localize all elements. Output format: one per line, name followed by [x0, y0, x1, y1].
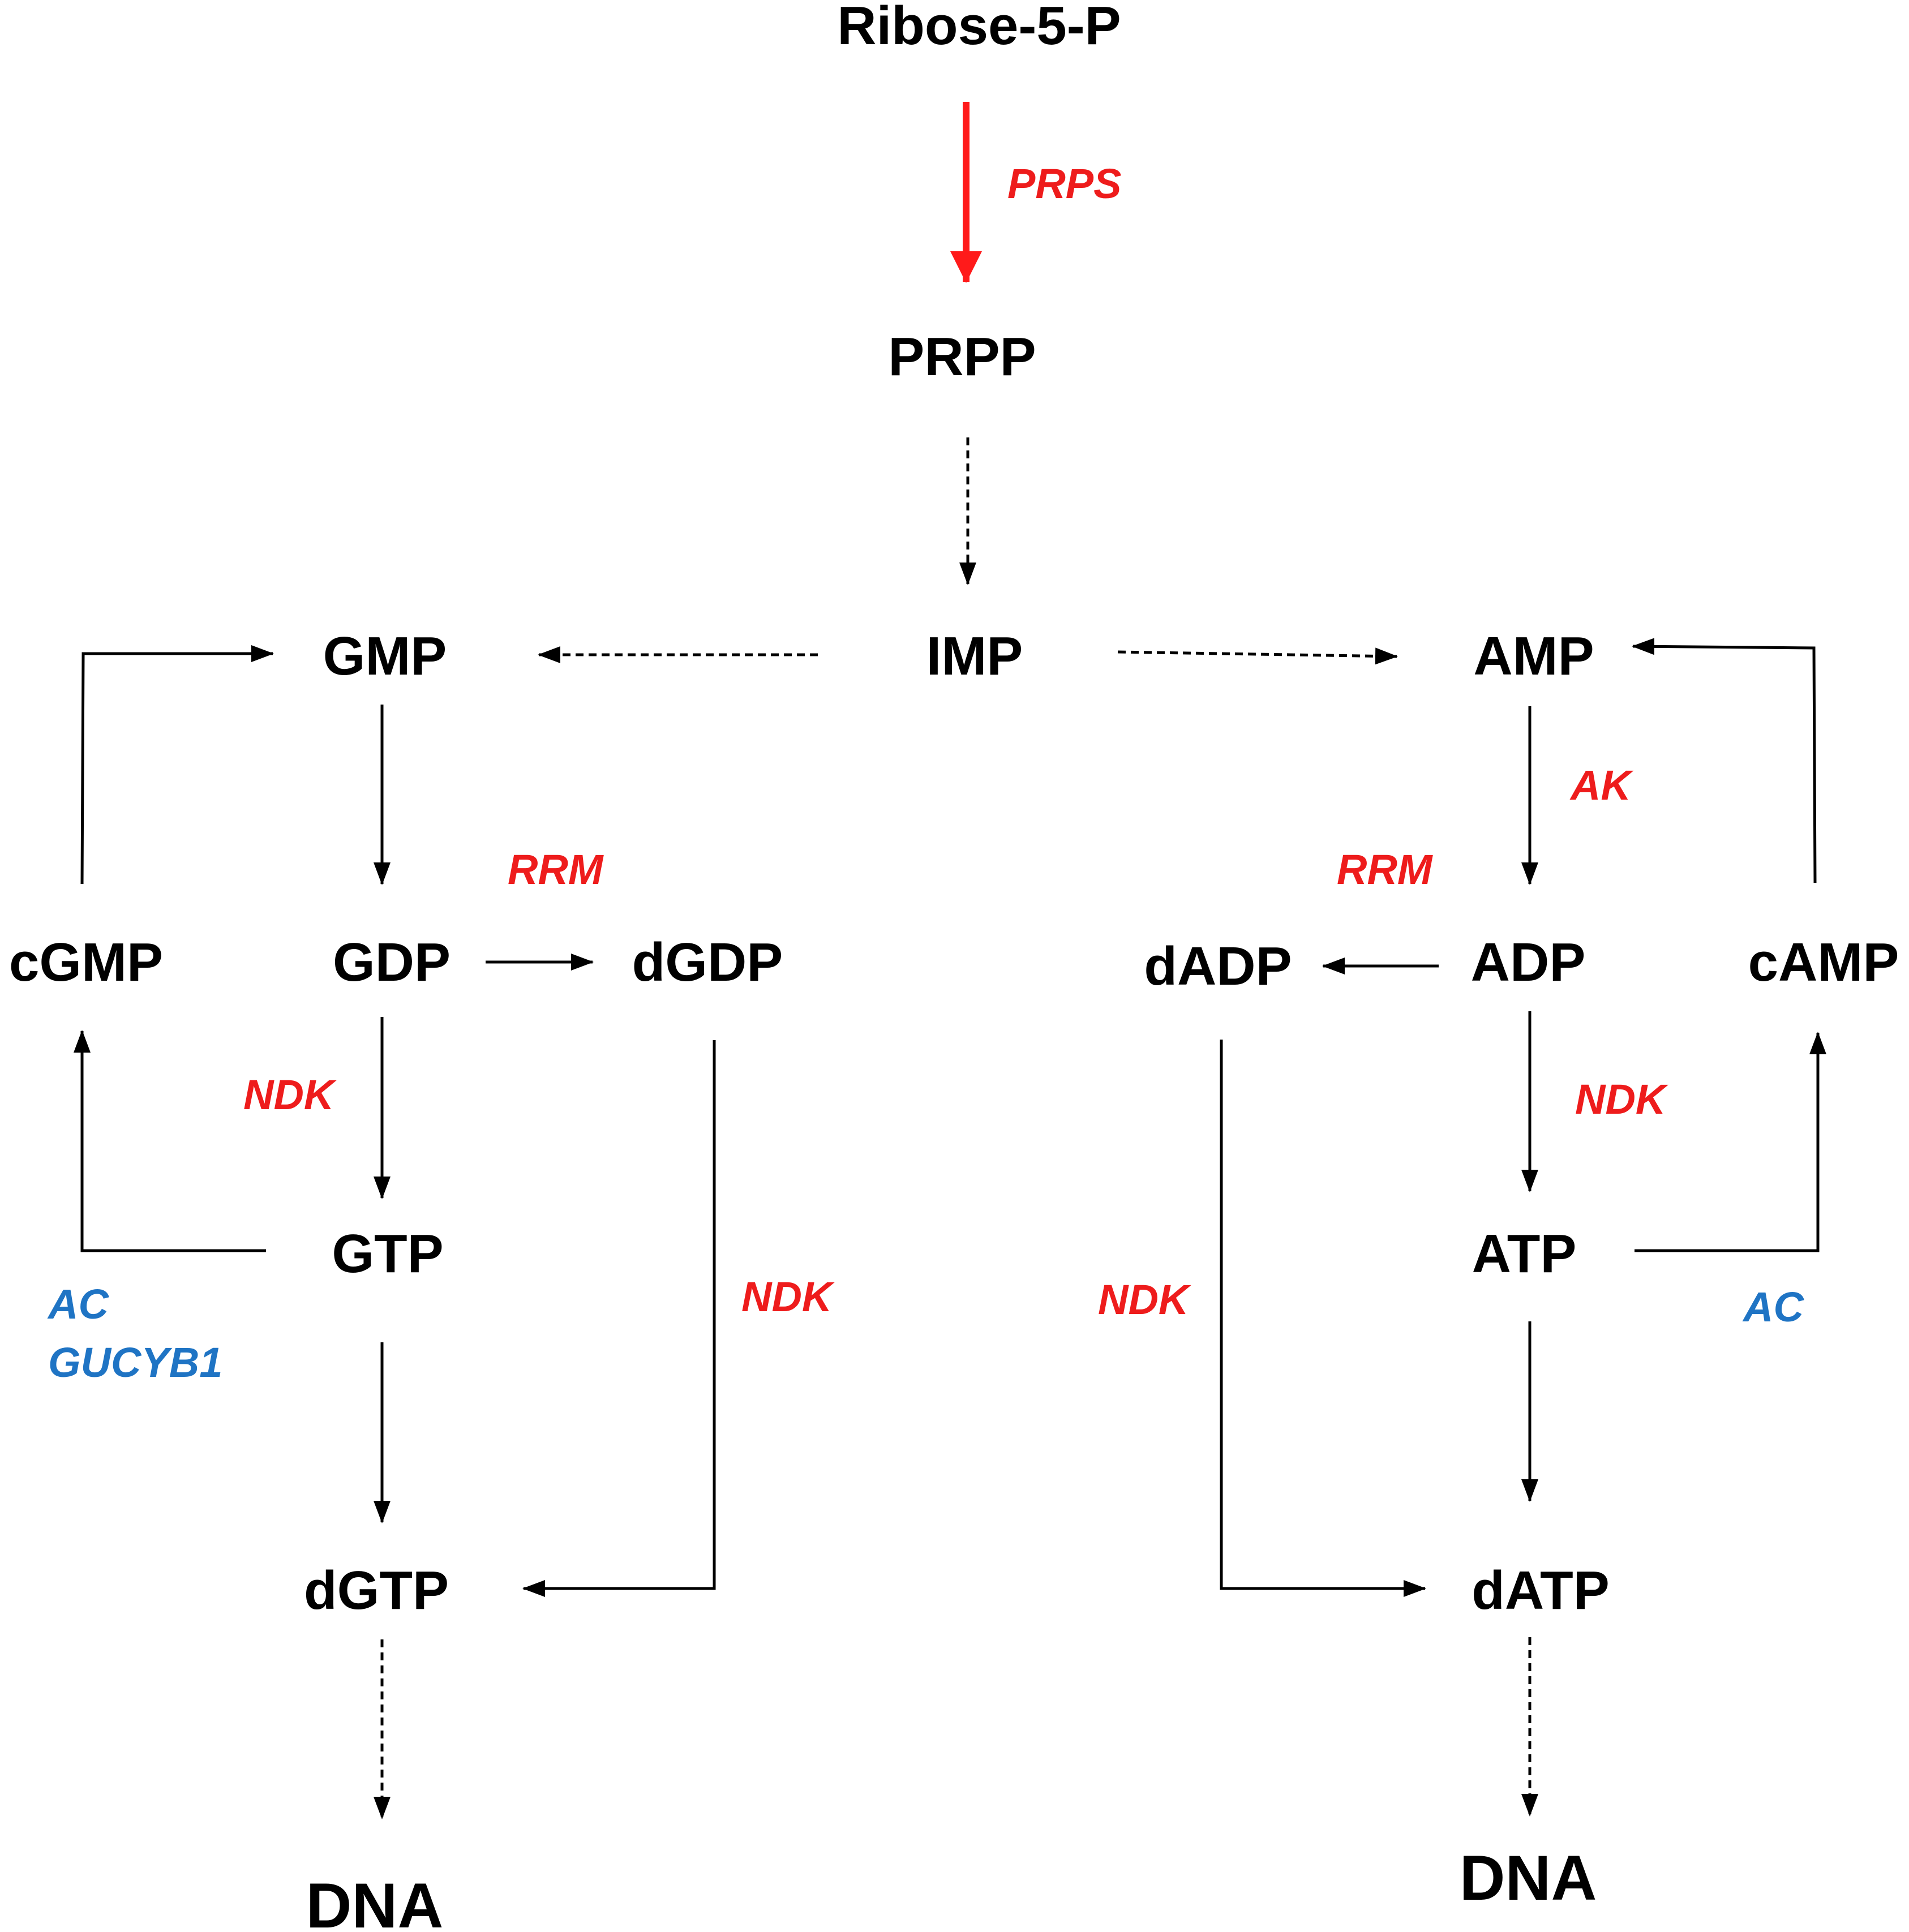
node-amp: AMP [1473, 626, 1594, 686]
enzyme-prps: PRPS [1007, 160, 1122, 207]
enzyme-rrm-right: RRM [1337, 846, 1433, 893]
arrow-dgdp-to-dgtp [522, 1040, 716, 1597]
node-gdp: GDP [333, 932, 451, 993]
enzyme-ndk-gdp-gtp: NDK [243, 1071, 337, 1118]
node-dgtp: dGTP [304, 1560, 449, 1621]
enzyme-gucyb1: GUCYB1 [48, 1339, 222, 1386]
arrow-gtp-to-cgmp [74, 1030, 266, 1252]
arrow-camp-to-amp [1632, 638, 1817, 883]
node-dadp: dADP [1144, 936, 1292, 997]
enzyme-ndk-dadp-datp: NDK [1098, 1276, 1191, 1323]
node-datp: dATP [1472, 1560, 1610, 1621]
node-dna-left: DNA [306, 1870, 444, 1932]
node-camp: cAMP [1748, 932, 1899, 993]
arrow-atp-to-camp [1635, 1032, 1826, 1252]
enzyme-ak: AK [1569, 762, 1633, 809]
node-cgmp: cGMP [9, 932, 163, 993]
node-ribose-5-p: Ribose-5-P [837, 0, 1121, 56]
node-imp: IMP [926, 626, 1023, 686]
node-gtp: GTP [332, 1223, 443, 1284]
node-dgdp: dGDP [632, 932, 783, 993]
enzyme-ndk-adp-atp: NDK [1575, 1076, 1668, 1123]
enzyme-ndk-dgdp-dgtp: NDK [741, 1273, 835, 1320]
enzyme-ac-right: AC [1742, 1283, 1804, 1330]
node-adp: ADP [1471, 932, 1586, 993]
arrow-dadp-to-datp [1220, 1040, 1426, 1597]
arrow-cgmp-to-gmp [80, 645, 274, 885]
arrow-imp-to-amp [1117, 647, 1398, 665]
node-gmp: GMP [323, 626, 447, 686]
enzyme-rrm-left: RRM [508, 846, 604, 893]
node-dna-right: DNA [1460, 1843, 1597, 1913]
node-atp: ATP [1472, 1223, 1577, 1284]
node-prpp: PRPP [888, 327, 1036, 387]
enzyme-ac-left: AC [47, 1281, 109, 1328]
